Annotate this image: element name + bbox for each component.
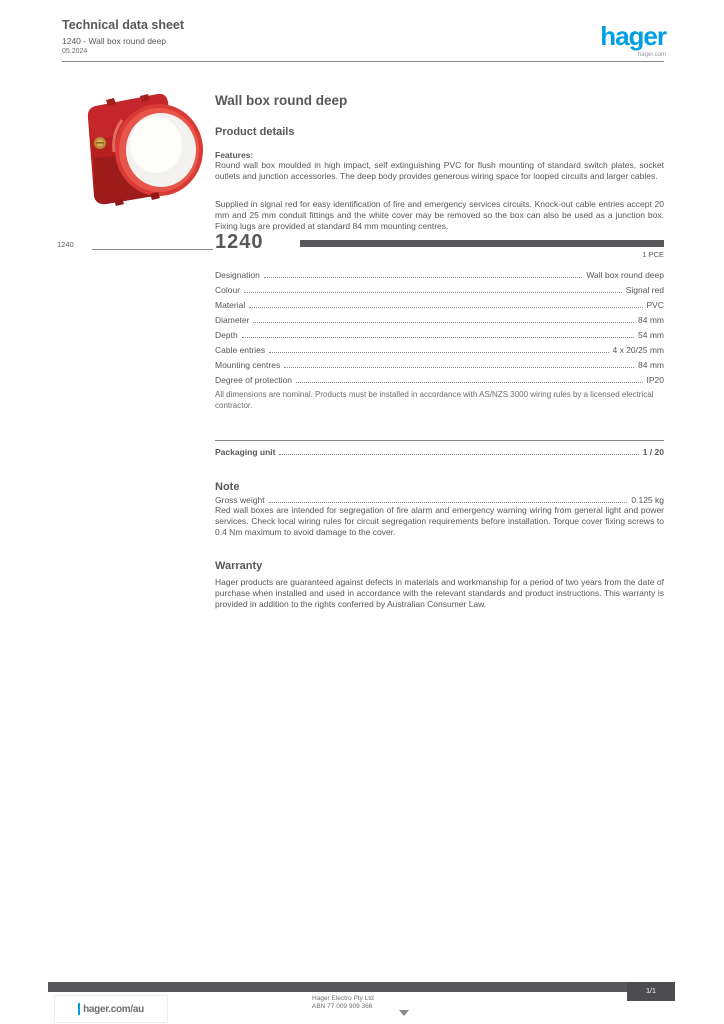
row-label: Packaging unit [215,447,276,457]
section-divider [215,440,664,441]
row-value: Signal red [625,285,664,295]
row-label: Gross weight [215,495,265,505]
dotted-leader [263,276,583,278]
wall-box-illustration [87,93,203,206]
reference-code: 1240 [215,231,264,253]
packaging-row: Packaging unit 1 / 20 [215,447,664,457]
features-label: Features: [215,150,254,160]
row-value: 84 mm [638,360,664,370]
row-label: Diameter [215,315,250,325]
characteristic-row: Diameter 84 mm [215,315,664,325]
row-label: Cable entries [215,345,266,355]
dotted-leader [253,321,635,323]
row-label: Mounting centres [215,360,281,370]
characteristic-row: Material PVC [215,300,664,310]
footer-company-block: Hager Electro Pty Ltd ABN 77 009 909 366 [312,995,432,1011]
note-section-title: Note [215,481,240,493]
product-name: Wall box round deep [215,93,348,108]
hager-logo-caption: hager.com [637,52,666,58]
row-label: Colour [215,285,241,295]
characteristic-row: Degree of protection IP20 [215,375,664,385]
document-date: 05.2024 [62,48,88,55]
row-value: 54 mm [638,330,664,340]
dotted-leader [241,336,635,338]
dotted-leader [269,351,609,353]
dotted-leader [279,453,639,455]
row-value: 4 x 20/25 mm [612,345,665,355]
row-value: 0.125 kg [631,495,664,505]
table-remark: All dimensions are nominal. Products mus… [215,390,654,410]
website-url: hager.com/au [83,1003,144,1015]
warranty-text: Hager products are guaranteed against de… [215,577,664,609]
document-title: Technical data sheet [62,18,185,32]
footer-bar [48,982,664,992]
dotted-leader [268,501,628,503]
characteristic-row: Depth 54 mm [215,330,664,340]
row-value: PVC [646,300,664,310]
weight-row: Gross weight 0.125 kg [215,495,664,505]
packing-unit: 1 PCE [642,250,664,259]
hager-tick-icon [78,1003,81,1015]
note-text: Red wall boxes are intended for segregat… [215,505,664,537]
footer-company-abn: ABN 77 009 909 366 [312,1003,373,1010]
chevron-down-icon [399,1010,409,1016]
margin-reference-code: 1240 [57,240,74,249]
warranty-section-title: Warranty [215,560,263,572]
row-value: 84 mm [638,315,664,325]
website-link[interactable]: hager.com/au [54,995,168,1023]
product-photo [62,88,205,212]
characteristic-row: Colour Signal red [215,285,664,295]
row-value: 1 / 20 [642,447,664,457]
page-number-badge: 1/1 [627,982,675,1001]
dotted-leader [296,381,643,383]
margin-reference-rule [92,249,213,250]
characteristic-row: Cable entries 4 x 20/25 mm [215,345,664,355]
description-paragraph-1: Round wall box moulded in high impact, s… [215,160,664,181]
row-value: Wall box round deep [586,270,664,280]
row-label: Designation [215,270,260,280]
characteristic-row: Mounting centres 84 mm [215,360,664,370]
description-paragraph-2: Supplied in signal red for easy identifi… [215,199,664,231]
header-divider [62,61,664,62]
characteristic-row: Designation Wall box round deep [215,270,664,280]
reference-band [300,240,664,247]
dotted-leader [284,366,635,368]
document-subtitle: 1240 - Wall box round deep [62,36,167,46]
row-label: Degree of protection [215,375,293,385]
dotted-leader [249,306,643,308]
row-label: Depth [215,330,238,340]
dotted-leader [244,291,622,293]
footer-company-name: Hager Electro Pty Ltd [312,995,374,1002]
row-value: IP20 [646,375,665,385]
hager-logo: hager [600,21,667,51]
row-label: Material [215,300,246,310]
product-details-label: Product details [215,126,295,138]
